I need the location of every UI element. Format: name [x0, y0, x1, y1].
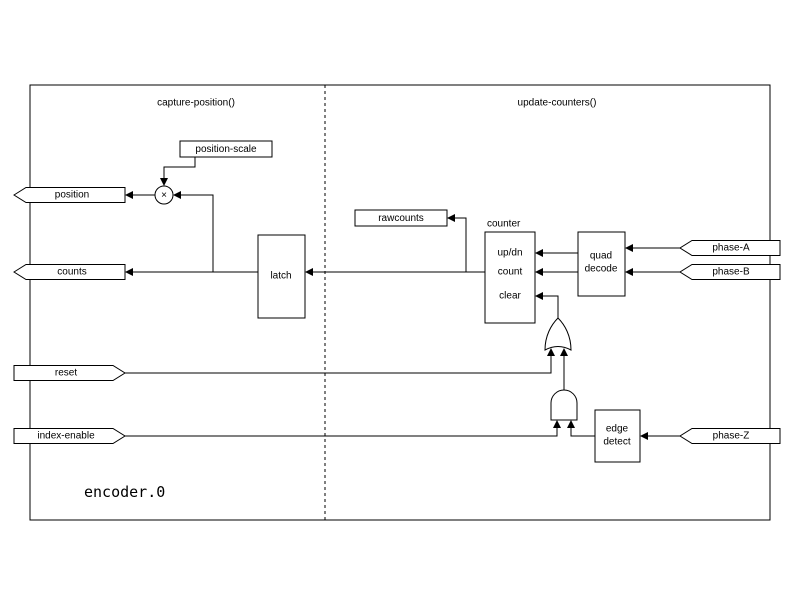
pin-phase-a-label: phase-A — [712, 243, 750, 254]
latch-label: latch — [270, 271, 291, 282]
wire-index-enable-to-and — [125, 428, 558, 437]
edge-detect-label-line1: edge — [606, 424, 629, 435]
arrowhead — [625, 244, 633, 252]
counter-label: counter — [487, 219, 521, 230]
section-label-capture-position: capture-position() — [157, 98, 235, 109]
pins: position counts reset index-enable phase… — [13, 187, 781, 444]
section-label-update-counters: update-counters() — [518, 98, 597, 109]
pin-reset — [13, 365, 126, 381]
wire-count-to-rawcounts — [455, 217, 467, 272]
quad-decode-label-line1: quad — [590, 251, 612, 262]
arrowhead — [625, 268, 633, 276]
multiply-node — [154, 185, 174, 205]
counter-port-clear: clear — [499, 291, 521, 302]
pin-phase-a — [679, 240, 781, 256]
edge-detect-label-line2: detect — [603, 437, 630, 448]
arrowhead — [535, 292, 543, 300]
pin-phase-z — [679, 428, 781, 444]
counter-box — [484, 231, 536, 324]
arrowhead — [160, 178, 168, 186]
arrowhead — [535, 249, 543, 257]
rawcounts-label: rawcounts — [378, 213, 424, 224]
edge-detect-box — [594, 409, 641, 463]
pin-position-label: position — [55, 190, 89, 201]
or-gate — [544, 317, 572, 351]
wire-counts-to-multiply — [181, 194, 214, 272]
blocks: position-scale × latch rawcounts counter… — [154, 140, 641, 463]
and-gate — [550, 389, 578, 421]
wire-scale-to-multiply — [163, 157, 196, 178]
arrowhead — [535, 268, 543, 276]
component-border — [29, 84, 771, 521]
arrowhead — [560, 348, 568, 356]
pin-index-enable-label: index-enable — [37, 431, 95, 442]
quad-decode-label-line2: decode — [585, 264, 618, 275]
wire-or-to-clear — [543, 295, 559, 318]
pin-index-enable — [13, 428, 126, 444]
pin-reset-label: reset — [55, 368, 77, 379]
arrowhead — [567, 420, 575, 428]
pin-phase-b — [679, 264, 781, 280]
pin-phase-b-label: phase-B — [712, 267, 750, 278]
wire-edge-to-and — [570, 428, 595, 437]
counter-port-count: count — [498, 267, 523, 278]
arrowhead — [173, 191, 181, 199]
rawcounts-box — [354, 209, 448, 227]
wire-reset-to-or — [125, 356, 552, 374]
position-scale-box — [179, 140, 273, 158]
arrowhead — [553, 420, 561, 428]
pin-counts-label: counts — [57, 267, 86, 278]
component-name: encoder.0 — [84, 483, 165, 501]
position-scale-label: position-scale — [195, 144, 257, 155]
arrowhead — [547, 348, 555, 356]
arrowhead — [640, 432, 648, 440]
pin-phase-z-label: phase-Z — [713, 431, 750, 442]
latch-box — [257, 234, 306, 319]
arrowhead — [125, 268, 133, 276]
quad-decode-box — [577, 231, 626, 297]
pin-counts — [13, 264, 126, 280]
counter-port-updn: up/dn — [497, 248, 522, 259]
arrowhead — [125, 191, 133, 199]
pin-position — [13, 187, 126, 203]
arrowhead — [447, 214, 455, 222]
arrowhead — [305, 268, 313, 276]
wires — [125, 157, 680, 440]
multiply-icon: × — [161, 190, 167, 201]
